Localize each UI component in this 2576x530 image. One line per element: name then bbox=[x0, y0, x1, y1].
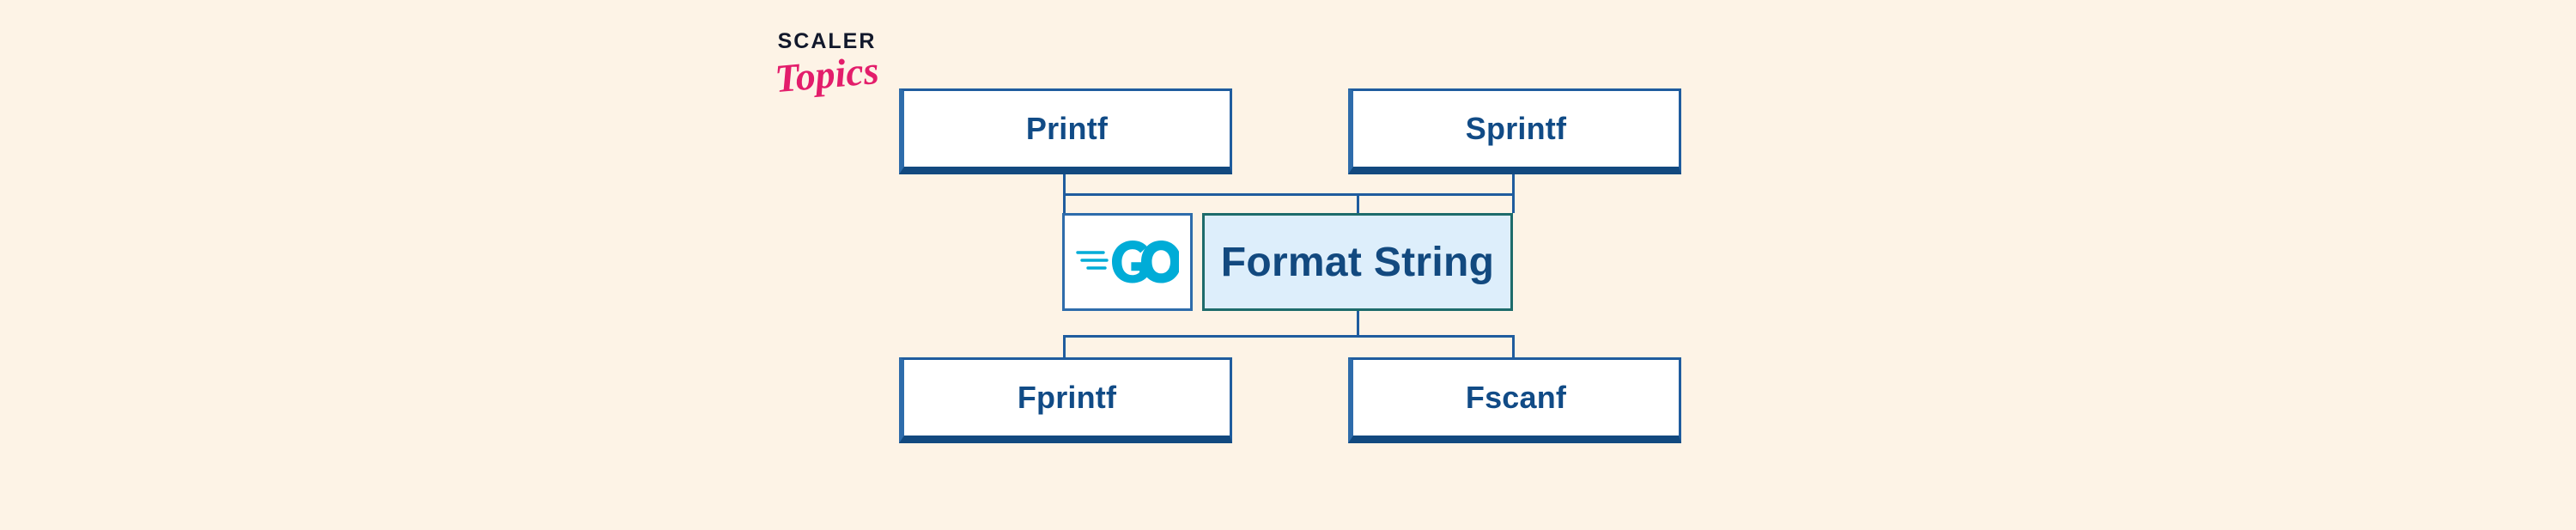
logo-scaler-text: SCALER bbox=[777, 29, 877, 53]
node-printf-label: Printf bbox=[1025, 111, 1109, 146]
connector-bottom-bus bbox=[1063, 335, 1515, 338]
node-fprintf[interactable]: Fprintf bbox=[899, 357, 1232, 443]
node-fprintf-label: Fprintf bbox=[1017, 380, 1117, 415]
connector-fprintf-up bbox=[1063, 335, 1066, 359]
connector-center-bottom-stub bbox=[1357, 311, 1359, 335]
connector-top-bus bbox=[1063, 193, 1515, 196]
node-sprintf-label: Sprintf bbox=[1465, 111, 1567, 146]
node-sprintf[interactable]: Sprintf bbox=[1348, 88, 1681, 174]
node-format-string[interactable]: Format String bbox=[1202, 213, 1513, 311]
node-fscanf-label: Fscanf bbox=[1465, 380, 1567, 415]
go-logo-icon bbox=[1076, 241, 1179, 283]
node-format-string-label: Format String bbox=[1220, 239, 1495, 285]
go-logo-tile bbox=[1062, 213, 1193, 311]
connector-fscanf-up bbox=[1512, 335, 1515, 359]
node-printf[interactable]: Printf bbox=[899, 88, 1232, 174]
scaler-topics-logo: SCALER Topics bbox=[750, 31, 904, 117]
logo-topics-text: Topics bbox=[773, 47, 881, 101]
node-fscanf[interactable]: Fscanf bbox=[1348, 357, 1681, 443]
connector-center-top-stub bbox=[1357, 193, 1359, 214]
connector-printf-down bbox=[1063, 172, 1066, 213]
connector-sprintf-down bbox=[1512, 172, 1515, 213]
